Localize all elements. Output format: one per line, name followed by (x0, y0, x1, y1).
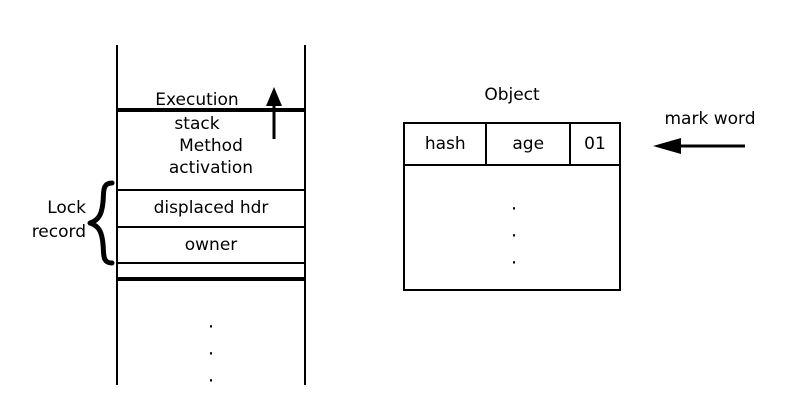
lock-record-label: Lock record (8, 196, 86, 244)
stack-left-rail (116, 45, 118, 385)
stack-ellipsis-dot-3: · (207, 370, 215, 392)
execution-stack-figure: Execution stack Method activation displa… (116, 45, 306, 392)
lock-record-curly-brace-icon (86, 180, 116, 266)
object-header-cell-hash: hash (424, 134, 466, 154)
object-header-row: hash age 01 (403, 122, 621, 166)
method-activation-label-line1: Method (179, 136, 243, 156)
lock-record-label-line1: Lock (47, 198, 86, 218)
object-ellipsis-dot-2: · (510, 225, 518, 247)
lock-record-label-line2: record (31, 222, 86, 242)
stack-ellipsis-dot-1: · (207, 316, 215, 338)
method-activation-row: Method activation (116, 135, 306, 179)
execution-stack-label: Execution stack (122, 88, 272, 136)
stack-growth-up-arrow-icon (262, 87, 286, 139)
object-header-cell-age: age (485, 124, 568, 164)
object-header-cell-lock-bits: 01 (568, 124, 619, 164)
object-ellipsis-dot-3: · (510, 252, 518, 274)
execution-stack-label-line2: stack (174, 114, 220, 134)
owner-row: owner (184, 235, 238, 255)
method-activation-label-line2: activation (168, 158, 254, 178)
mark-word-left-arrow-icon (653, 136, 745, 156)
stack-separator-thick-bottom (116, 277, 306, 281)
object-body: · · · (403, 164, 621, 291)
mark-word-label: mark word (664, 109, 756, 129)
stack-separator-between-lock-fields (116, 226, 306, 228)
stack-separator-above-displaced-hdr (116, 189, 306, 191)
stack-ellipsis-dot-2: · (207, 343, 215, 365)
object-title: Object (484, 85, 540, 105)
lock-record-annotation: Lock record (8, 180, 118, 266)
displaced-hdr-row: displaced hdr (153, 198, 269, 218)
stack-separator-below-owner (116, 262, 306, 264)
object-ellipsis-dot-1: · (510, 198, 518, 220)
object-figure: hash age 01 · · · (403, 122, 621, 291)
stack-right-rail (304, 45, 306, 385)
execution-stack-label-line1: Execution (155, 90, 239, 110)
stack-separator-thick-top (116, 108, 306, 112)
